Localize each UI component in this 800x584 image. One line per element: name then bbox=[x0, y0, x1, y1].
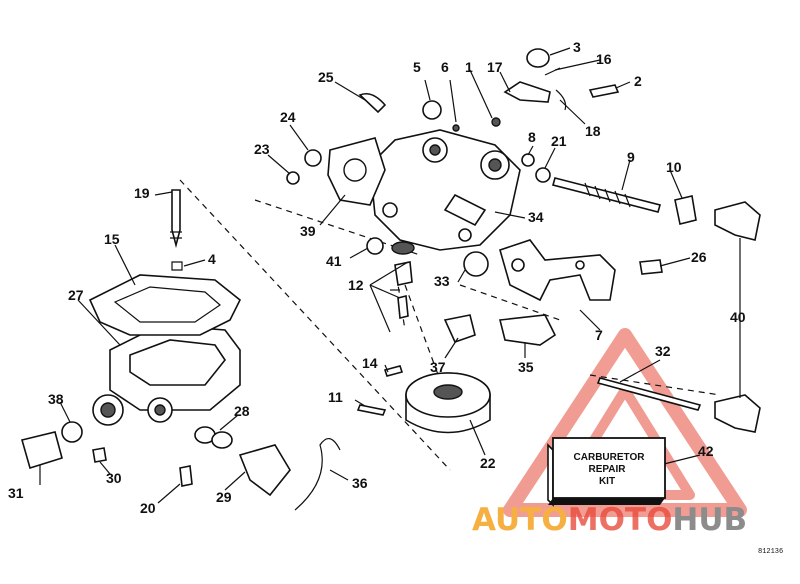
throttle-bracket bbox=[499, 239, 616, 302]
float bbox=[405, 372, 491, 434]
leader-lines bbox=[39, 47, 741, 504]
choke-shaft bbox=[596, 377, 702, 411]
callout-15: 15 bbox=[104, 231, 120, 247]
callout-19: 19 bbox=[134, 185, 150, 201]
callout-12: 12 bbox=[348, 277, 364, 293]
callout-8: 8 bbox=[528, 129, 536, 145]
knob-lower bbox=[714, 394, 761, 433]
callout-6: 6 bbox=[441, 59, 449, 75]
callout-3: 3 bbox=[573, 39, 581, 55]
callout-22: 22 bbox=[480, 455, 496, 471]
svg-text:AUTOMOTOHUB: AUTOMOTOHUB bbox=[472, 502, 747, 538]
watermark-text: AUTOMOTOHUB bbox=[472, 502, 747, 538]
callout-7: 7 bbox=[595, 327, 603, 343]
callout-28: 28 bbox=[234, 403, 250, 419]
watermark-hub: HUB bbox=[672, 502, 747, 538]
callout-42: 42 bbox=[698, 443, 714, 459]
float-needle bbox=[170, 189, 182, 249]
callout-29: 29 bbox=[216, 489, 232, 505]
float-bowl bbox=[92, 324, 241, 426]
callout-5: 5 bbox=[413, 59, 421, 75]
callout-labels: 1 2 3 4 5 6 7 8 9 10 11 12 14 15 16 17 1… bbox=[8, 39, 746, 516]
small-parts bbox=[21, 48, 697, 511]
callout-40: 40 bbox=[730, 309, 746, 325]
callout-11: 11 bbox=[328, 389, 343, 405]
callout-39: 39 bbox=[300, 223, 316, 239]
watermark-auto: AUTO bbox=[472, 502, 568, 538]
callout-17: 17 bbox=[487, 59, 503, 75]
callout-1: 1 bbox=[465, 59, 473, 75]
callout-32: 32 bbox=[655, 343, 671, 359]
callout-37: 37 bbox=[430, 359, 446, 375]
callout-9: 9 bbox=[627, 149, 635, 165]
callout-25: 25 bbox=[318, 69, 334, 85]
callout-23: 23 bbox=[254, 141, 270, 157]
carburetor-body bbox=[369, 129, 521, 251]
callout-26: 26 bbox=[691, 249, 707, 265]
callout-41: 41 bbox=[326, 253, 342, 269]
callout-35: 35 bbox=[518, 359, 534, 375]
flange-gasket bbox=[327, 137, 386, 206]
repair-kit-box: CARBURETOR REPAIR KIT bbox=[547, 437, 666, 507]
callout-4: 4 bbox=[208, 251, 216, 267]
callout-20: 20 bbox=[140, 500, 156, 516]
callout-18: 18 bbox=[585, 123, 601, 139]
watermark-moto: MOTO bbox=[568, 502, 673, 538]
callout-10: 10 bbox=[666, 159, 682, 175]
callout-31: 31 bbox=[8, 485, 24, 501]
callout-33: 33 bbox=[434, 273, 450, 289]
callout-2: 2 bbox=[634, 73, 642, 89]
throttle-shaft bbox=[552, 177, 661, 213]
callout-27: 27 bbox=[68, 287, 84, 303]
repair-kit-line-2: REPAIR bbox=[588, 464, 626, 475]
callout-16: 16 bbox=[596, 51, 612, 67]
repair-kit-line-1: CARBURETOR bbox=[574, 452, 646, 463]
callout-30: 30 bbox=[106, 470, 122, 486]
callout-36: 36 bbox=[352, 475, 368, 491]
knob-upper bbox=[714, 201, 761, 241]
callout-24: 24 bbox=[280, 109, 296, 125]
repair-kit-line-3: KIT bbox=[599, 476, 615, 487]
callout-14: 14 bbox=[362, 355, 378, 371]
bowl-gasket bbox=[88, 274, 242, 336]
callout-21: 21 bbox=[551, 133, 567, 149]
callout-34: 34 bbox=[528, 209, 544, 225]
callout-38: 38 bbox=[48, 391, 64, 407]
drawing-code: 812136 bbox=[758, 548, 783, 556]
